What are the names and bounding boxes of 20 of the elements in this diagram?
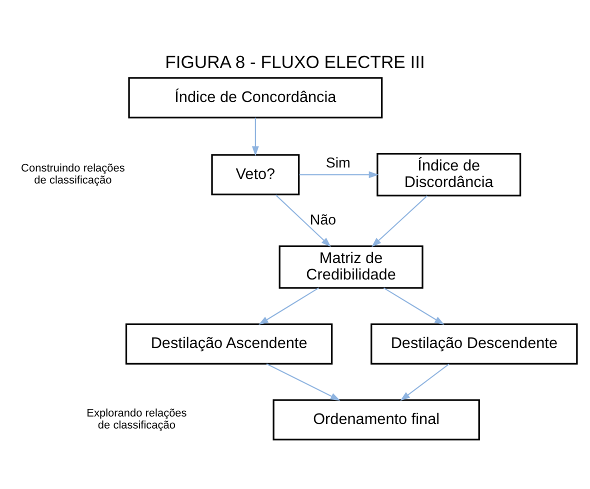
arrow [371,195,428,248]
arrow [299,171,379,178]
arrow [275,194,332,248]
node-box: Índice de Discordância [376,153,522,196]
node-box: Índice de Concordância [128,77,383,118]
node-box: Veto? [211,154,300,196]
node-box: Ordenamento final [272,399,480,440]
arrow [400,364,450,401]
arrow [252,118,259,156]
diagram-title: FIGURA 8 - FLUXO ELECTRE III [165,52,425,72]
edge-label: Não [310,212,336,229]
node-box: Destilação Ascendente [125,323,333,365]
arrow [383,288,444,325]
label: Explorando relações de classificação [86,408,187,432]
node-box: Destilação Descendente [370,323,578,365]
node-box: Matriz de Credibilidade [278,245,424,289]
arrow [266,363,340,401]
arrow [258,288,319,325]
label: Construindo relações de classificação [21,162,125,186]
edge-label: Sim [326,155,350,172]
